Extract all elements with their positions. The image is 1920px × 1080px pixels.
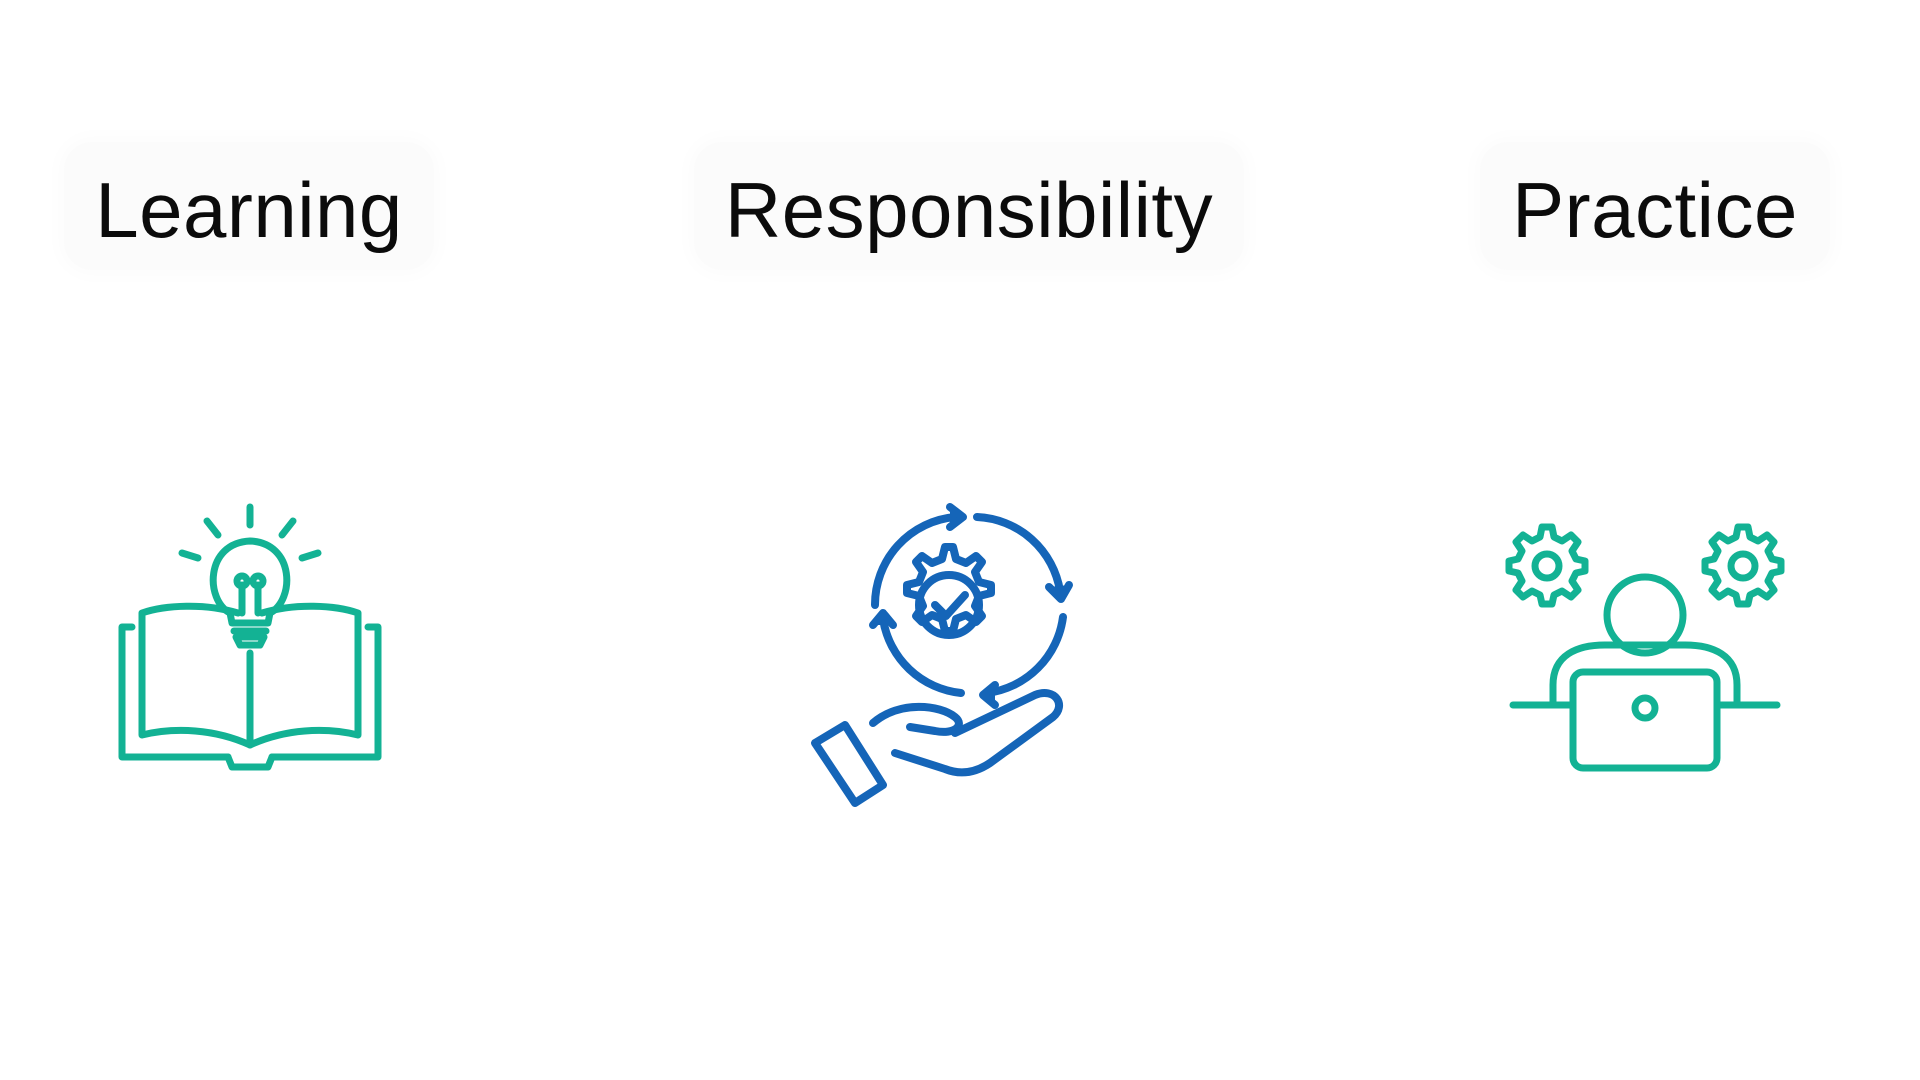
practice-label: Practice bbox=[1512, 166, 1798, 254]
practice-label-background bbox=[1480, 142, 1830, 270]
responsibility-label-background bbox=[694, 142, 1244, 270]
open-book-lightbulb-icon bbox=[118, 503, 382, 771]
learning-label: Learning bbox=[95, 166, 403, 254]
learning-label-background bbox=[64, 142, 434, 270]
hand-gear-check-icon bbox=[811, 503, 1073, 807]
responsibility-label: Responsibility bbox=[724, 166, 1214, 254]
person-laptop-gears-icon bbox=[1505, 523, 1785, 772]
